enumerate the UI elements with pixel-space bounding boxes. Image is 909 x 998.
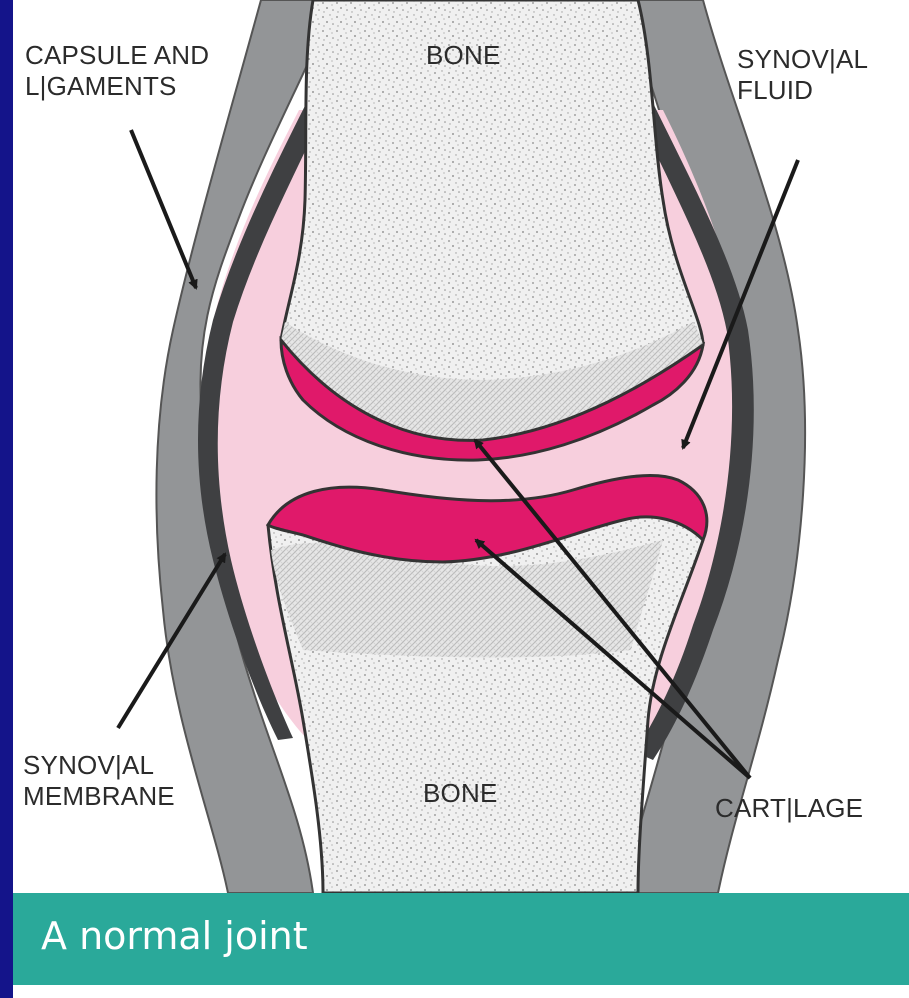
label-synovial-membrane-line1: SYNOV|AL bbox=[23, 750, 175, 781]
label-synovial-fluid-line1: SYNOV|AL bbox=[737, 44, 868, 75]
caption-band: A normal joint bbox=[13, 893, 909, 985]
label-capsule-and-ligaments: CAPSULE AND L|GAMENTS bbox=[25, 40, 209, 102]
arrow-capsule bbox=[131, 130, 196, 288]
label-synovial-membrane: SYNOV|AL MEMBRANE bbox=[23, 750, 175, 812]
label-synovial-fluid: SYNOV|AL FLUID bbox=[737, 44, 868, 106]
caption-title: A normal joint bbox=[41, 914, 308, 958]
diagram-panel: CAPSULE AND L|GAMENTS BONE SYNOV|AL FLUI… bbox=[13, 0, 909, 998]
label-synovial-membrane-line2: MEMBRANE bbox=[23, 781, 175, 812]
label-cartilage: CART|LAGE bbox=[715, 793, 863, 824]
label-capsule-line2: L|GAMENTS bbox=[25, 71, 209, 102]
label-bone-top: BONE bbox=[426, 40, 500, 71]
label-bone-bottom: BONE bbox=[423, 778, 497, 809]
label-capsule-line1: CAPSULE AND bbox=[25, 40, 209, 71]
label-synovial-fluid-line2: FLUID bbox=[737, 75, 868, 106]
